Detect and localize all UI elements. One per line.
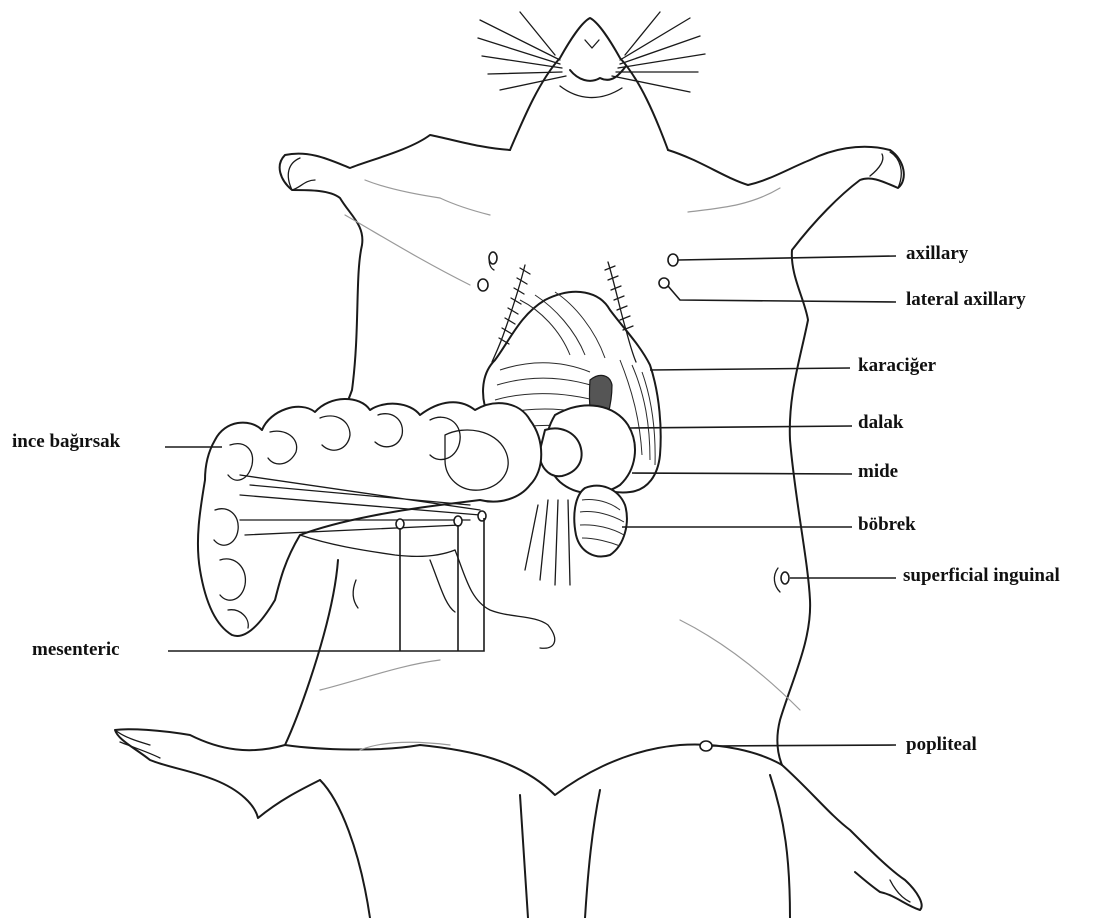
label-popliteal: popliteal: [906, 735, 977, 754]
leader-popliteal: [712, 745, 896, 746]
label-axillary: axillary: [906, 244, 968, 263]
popliteal-node: [700, 741, 712, 751]
label-karaciger: karaciğer: [858, 356, 936, 375]
label-bobrek: böbrek: [858, 515, 916, 534]
small-intestine: [198, 399, 555, 648]
mesenteric-node-1: [396, 519, 404, 529]
left-lateral-axillary-node: [478, 279, 488, 291]
superficial-inguinal-node: [781, 572, 789, 584]
label-mide: mide: [858, 462, 898, 481]
leader-lateral-axillary: [668, 286, 896, 302]
leader-karaciger: [650, 368, 850, 370]
label-lateral-axillary: lateral axillary: [906, 290, 1026, 309]
axillary-node: [668, 254, 678, 266]
leader-mide: [632, 473, 852, 474]
label-mesenteric: mesenteric: [32, 640, 120, 659]
label-dalak: dalak: [858, 413, 903, 432]
left-axillary-node: [489, 252, 497, 264]
kidney: [525, 486, 627, 585]
label-superficial-inguinal: superficial inguinal: [903, 566, 1060, 585]
leader-axillary: [678, 256, 896, 260]
leader-dalak: [630, 426, 852, 428]
label-ince-bagirsak: ince bağırsak: [12, 432, 120, 451]
head: [510, 18, 668, 150]
stomach: [540, 405, 635, 493]
hind-legs: [115, 729, 922, 918]
mesenteric-node-2: [454, 516, 462, 526]
